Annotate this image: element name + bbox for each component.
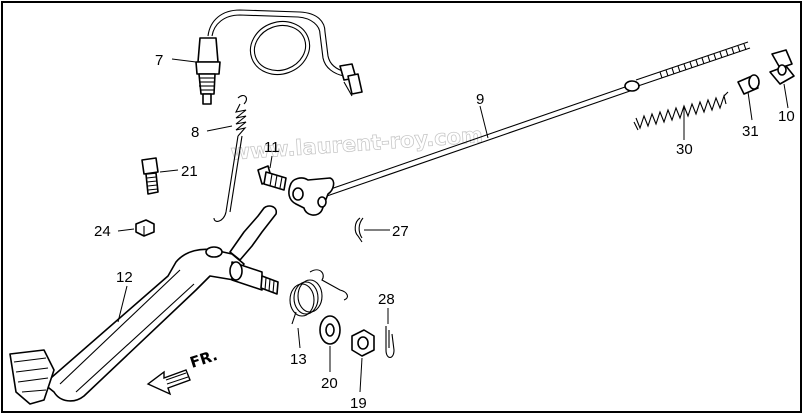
collar-31-part [737,74,760,95]
callout-12: 12 [116,269,133,286]
brake-switch-part [195,9,363,105]
front-direction-marker: FR. [146,346,220,396]
callout-20: 20 [321,375,338,392]
pivot-bolt-11-part [257,165,287,191]
brake-rod-part [288,41,751,216]
adjusting-nut-10-part [769,49,795,85]
callout-19: 19 [350,395,367,412]
callout-31: 31 [742,123,759,140]
callout-30: 30 [676,141,693,158]
callout-labels: 7 8 21 24 12 11 9 27 30 31 10 28 13 20 1… [94,52,795,412]
callout-10: 10 [778,108,795,125]
torsion-spring-13-part [289,269,349,325]
callout-9: 9 [476,91,484,108]
spring-30-part [633,91,729,131]
callout-7: 7 [155,52,163,69]
leader-lines [117,58,789,393]
callout-27: 27 [392,223,409,240]
bolt-21-part [141,157,159,195]
nut-24-part [135,219,155,237]
cotter-pin-27-part [354,217,364,243]
callout-13: 13 [290,351,307,368]
callout-24: 24 [94,223,111,240]
front-arrow-icon [146,369,191,396]
callout-8: 8 [191,124,199,141]
cotter-pin-28-part [385,326,395,359]
front-label: FR. [188,346,220,372]
return-spring-part [213,95,247,222]
callout-21: 21 [181,163,198,180]
callout-28: 28 [378,291,395,308]
nut-19-part [351,329,375,357]
washer-20-part [319,315,341,345]
callout-11: 11 [264,139,280,156]
brake-pedal-12-part [9,205,279,405]
